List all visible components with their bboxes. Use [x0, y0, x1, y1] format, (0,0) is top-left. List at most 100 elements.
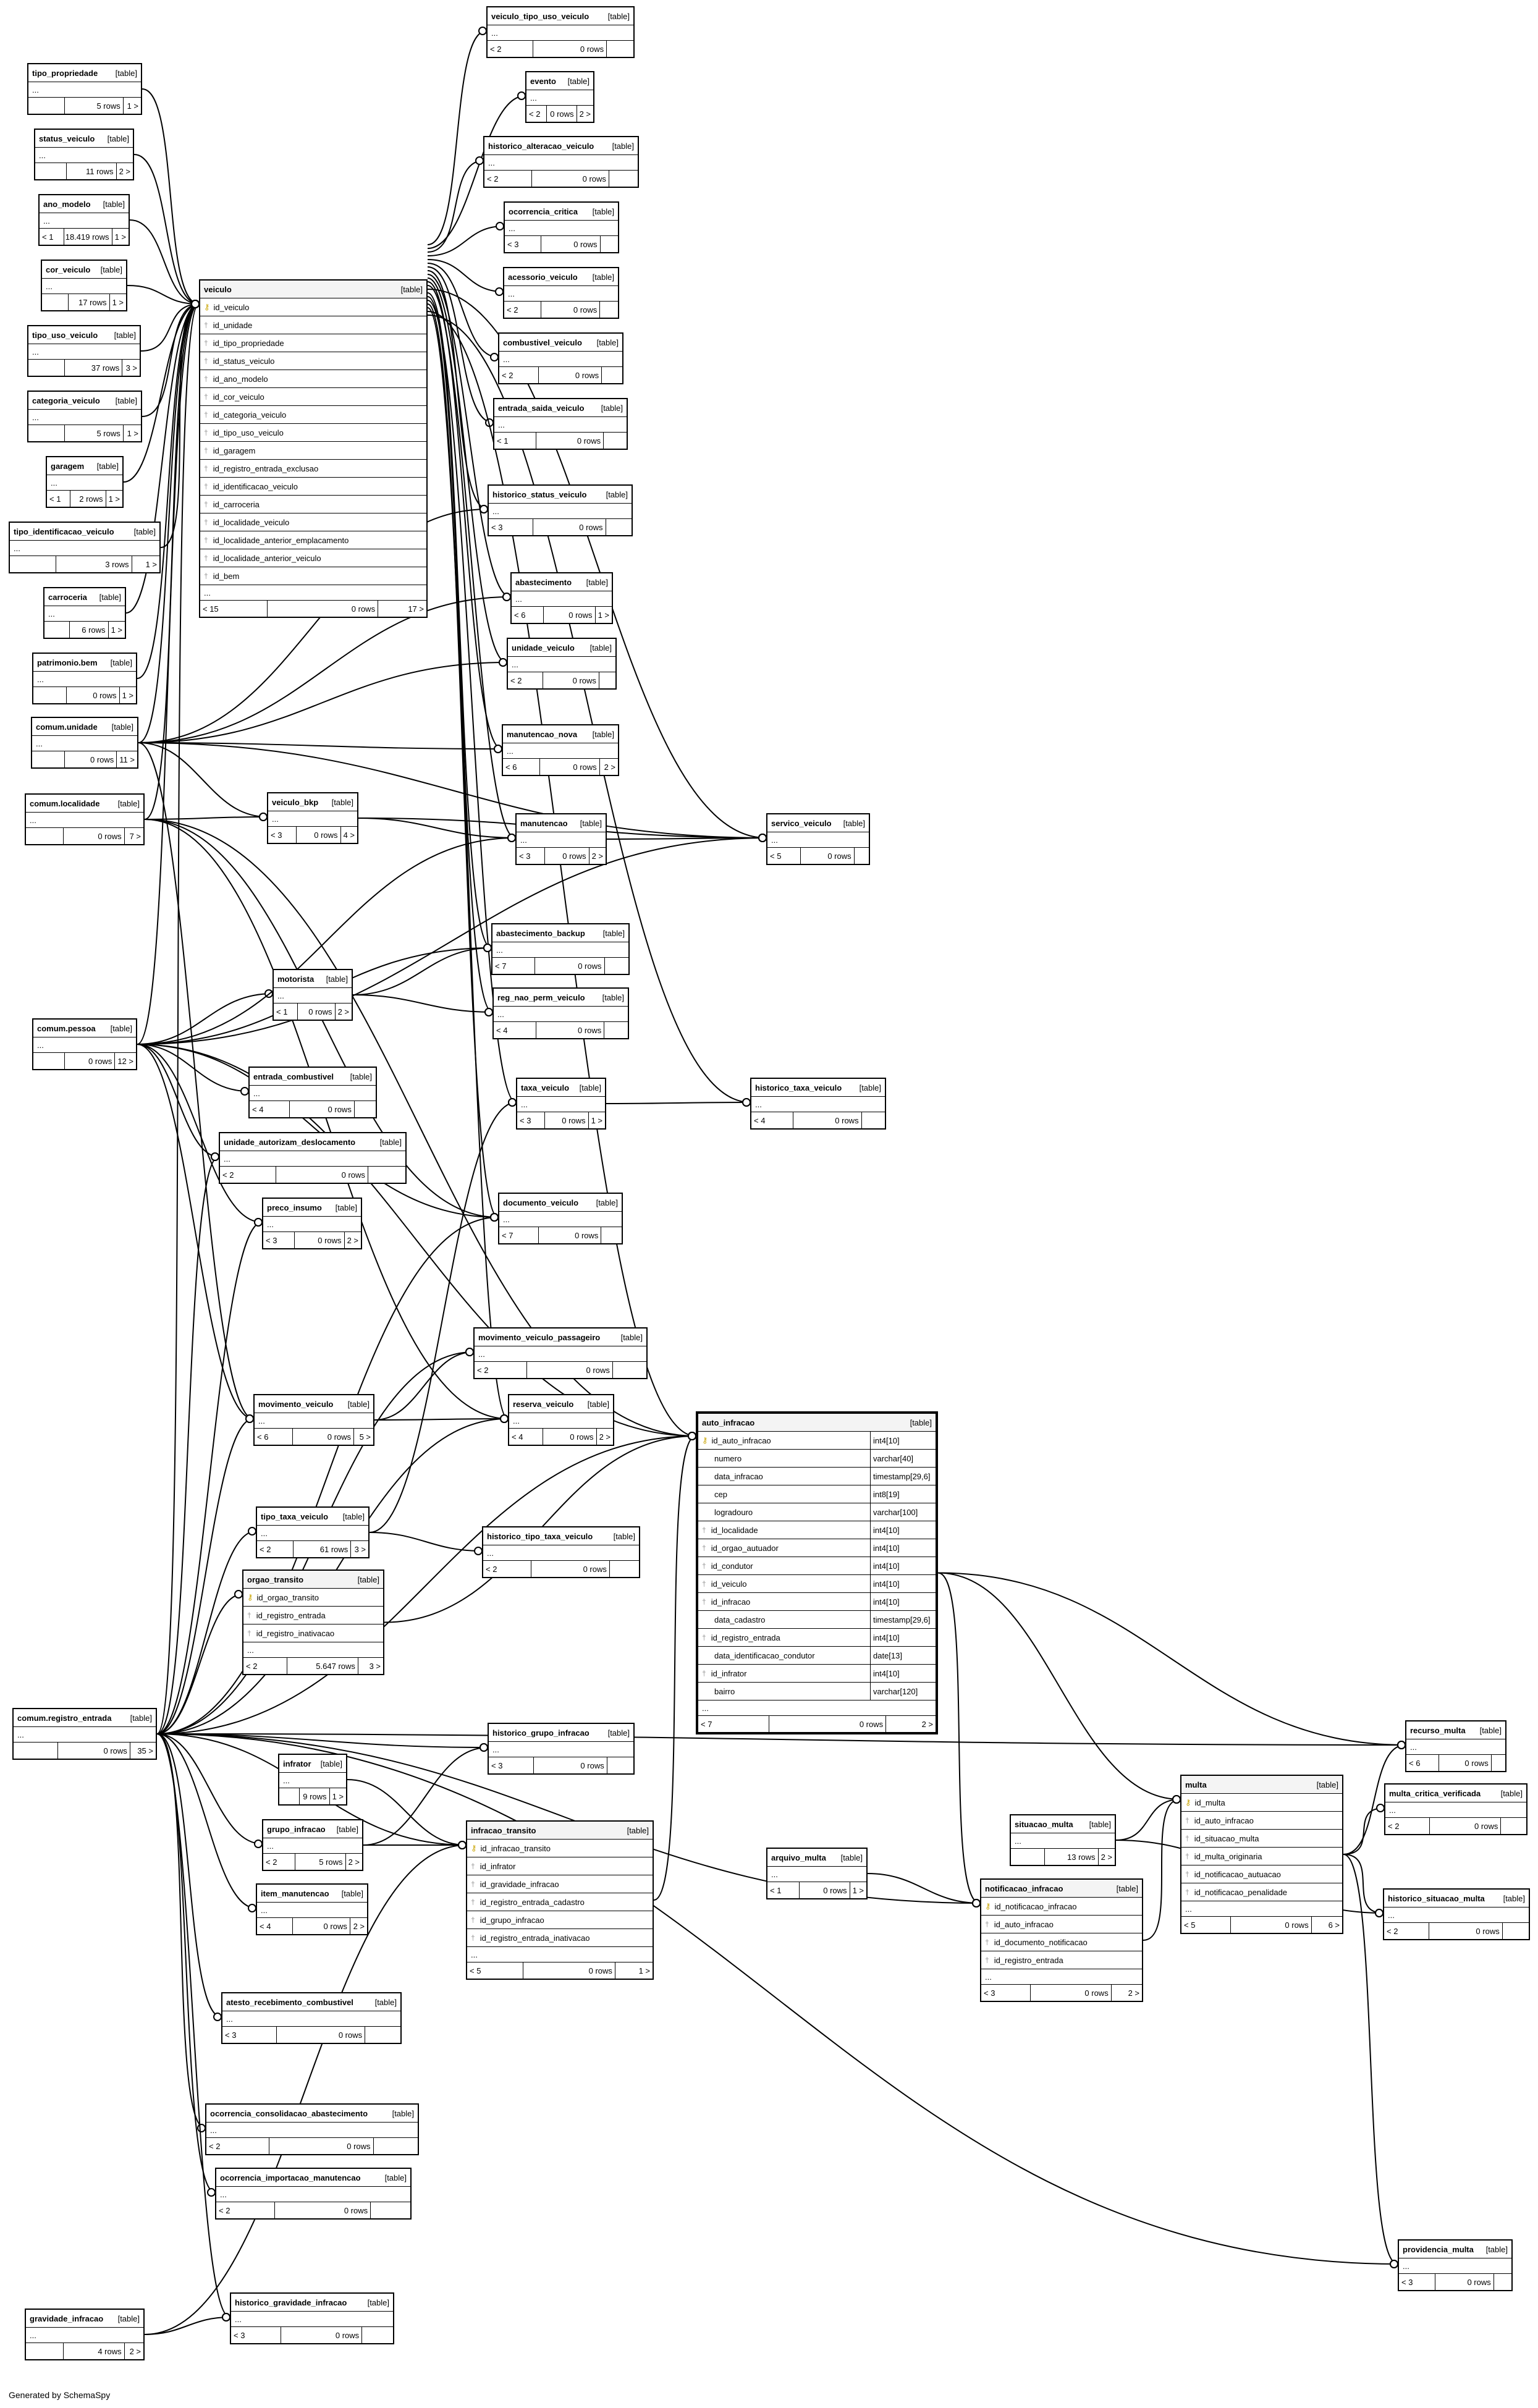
foreign-key-icon: † — [471, 1916, 475, 1924]
relationship-edge — [156, 1733, 488, 1748]
table-ellipsis: ... — [279, 1773, 346, 1788]
table-ocorrencia-importacao-manutencao[interactable]: ocorrencia_importacao_manutencao[table].… — [215, 2168, 412, 2220]
outgoing-count — [1494, 2274, 1511, 2290]
foreign-key-column: †id_infrator — [467, 1857, 653, 1875]
table-kind: [table] — [859, 1083, 881, 1092]
table-multa[interactable]: multa[table]⚷id_multa†id_auto_infracao†i… — [1180, 1775, 1343, 1934]
key-icon: ⚷ — [1185, 1798, 1191, 1807]
relationship-edge — [156, 1733, 222, 2017]
table-veiculo[interactable]: veiculo[table]⚷id_veiculo†id_unidade†id_… — [199, 279, 428, 618]
table-kind: [table] — [601, 403, 623, 413]
outgoing-count: 1 > — [638, 1966, 650, 1975]
table-unidade-autorizam-deslocamento[interactable]: unidade_autorizam_deslocamento[table]...… — [219, 1132, 407, 1184]
table-kind: [table] — [1316, 1780, 1338, 1789]
table-name: cor_veiculo — [46, 264, 91, 274]
table-header: reserva_veiculo[table] — [509, 1395, 613, 1413]
incoming-count: < 4 — [509, 1429, 543, 1445]
table-name: taxa_veiculo — [521, 1083, 570, 1092]
column-name: id_auto_infracao — [711, 1435, 771, 1445]
table-tipo-identificacao-veiculo[interactable]: tipo_identificacao_veiculo[table]...3 ro… — [9, 522, 161, 573]
table-name: historico_situacao_multa — [1388, 1893, 1485, 1903]
table-ellipsis: ... — [508, 657, 615, 672]
table-orgao-transito[interactable]: orgao_transito[table]⚷id_orgao_transito†… — [242, 1569, 384, 1675]
row-count: 0 rows — [65, 751, 117, 767]
table-atesto-recebimento-combustivel[interactable]: atesto_recebimento_combustivel[table]...… — [221, 1992, 402, 2044]
row-count: 37 rows — [65, 360, 123, 376]
column-type: varchar[40] — [870, 1450, 913, 1467]
table-ellipsis: ... — [44, 606, 125, 622]
table-infracao-transito[interactable]: infracao_transito[table]⚷id_infracao_tra… — [466, 1820, 654, 1980]
table-historico-gravidade-infracao[interactable]: historico_gravidade_infracao[table]...< … — [230, 2292, 394, 2344]
incoming-count: < 2 — [488, 41, 533, 57]
table-movimento-veiculo-passageiro[interactable]: movimento_veiculo_passageiro[table]...< … — [473, 1327, 648, 1379]
table-historico-alteracao-veiculo[interactable]: historico_alteracao_veiculo[table]...< 2… — [483, 136, 639, 188]
table-ocorrencia-consolidacao-abastecimento[interactable]: ocorrencia_consolidacao_abastecimento[ta… — [205, 2103, 419, 2155]
relationship-endpoint — [234, 1590, 243, 1599]
foreign-key-icon: † — [471, 1933, 475, 1942]
incoming-count: < 6 — [512, 607, 544, 623]
table-kind: [table] — [579, 1083, 601, 1092]
foreign-key-column: †id_tipo_propriedade — [200, 334, 426, 352]
foreign-key-column: †id_bem — [200, 567, 426, 585]
table-historico-tipo-taxa-veiculo[interactable]: historico_tipo_taxa_veiculo[table]...< 2… — [482, 1526, 640, 1578]
table-notificacao-infracao[interactable]: notificacao_infracao[table]⚷id_notificac… — [980, 1878, 1143, 2002]
outgoing-count: 1 > — [332, 1791, 344, 1801]
row-count: 0 rows — [1231, 1917, 1312, 1933]
column-type: int8[19] — [870, 1485, 900, 1503]
relationship-edge — [144, 816, 268, 820]
